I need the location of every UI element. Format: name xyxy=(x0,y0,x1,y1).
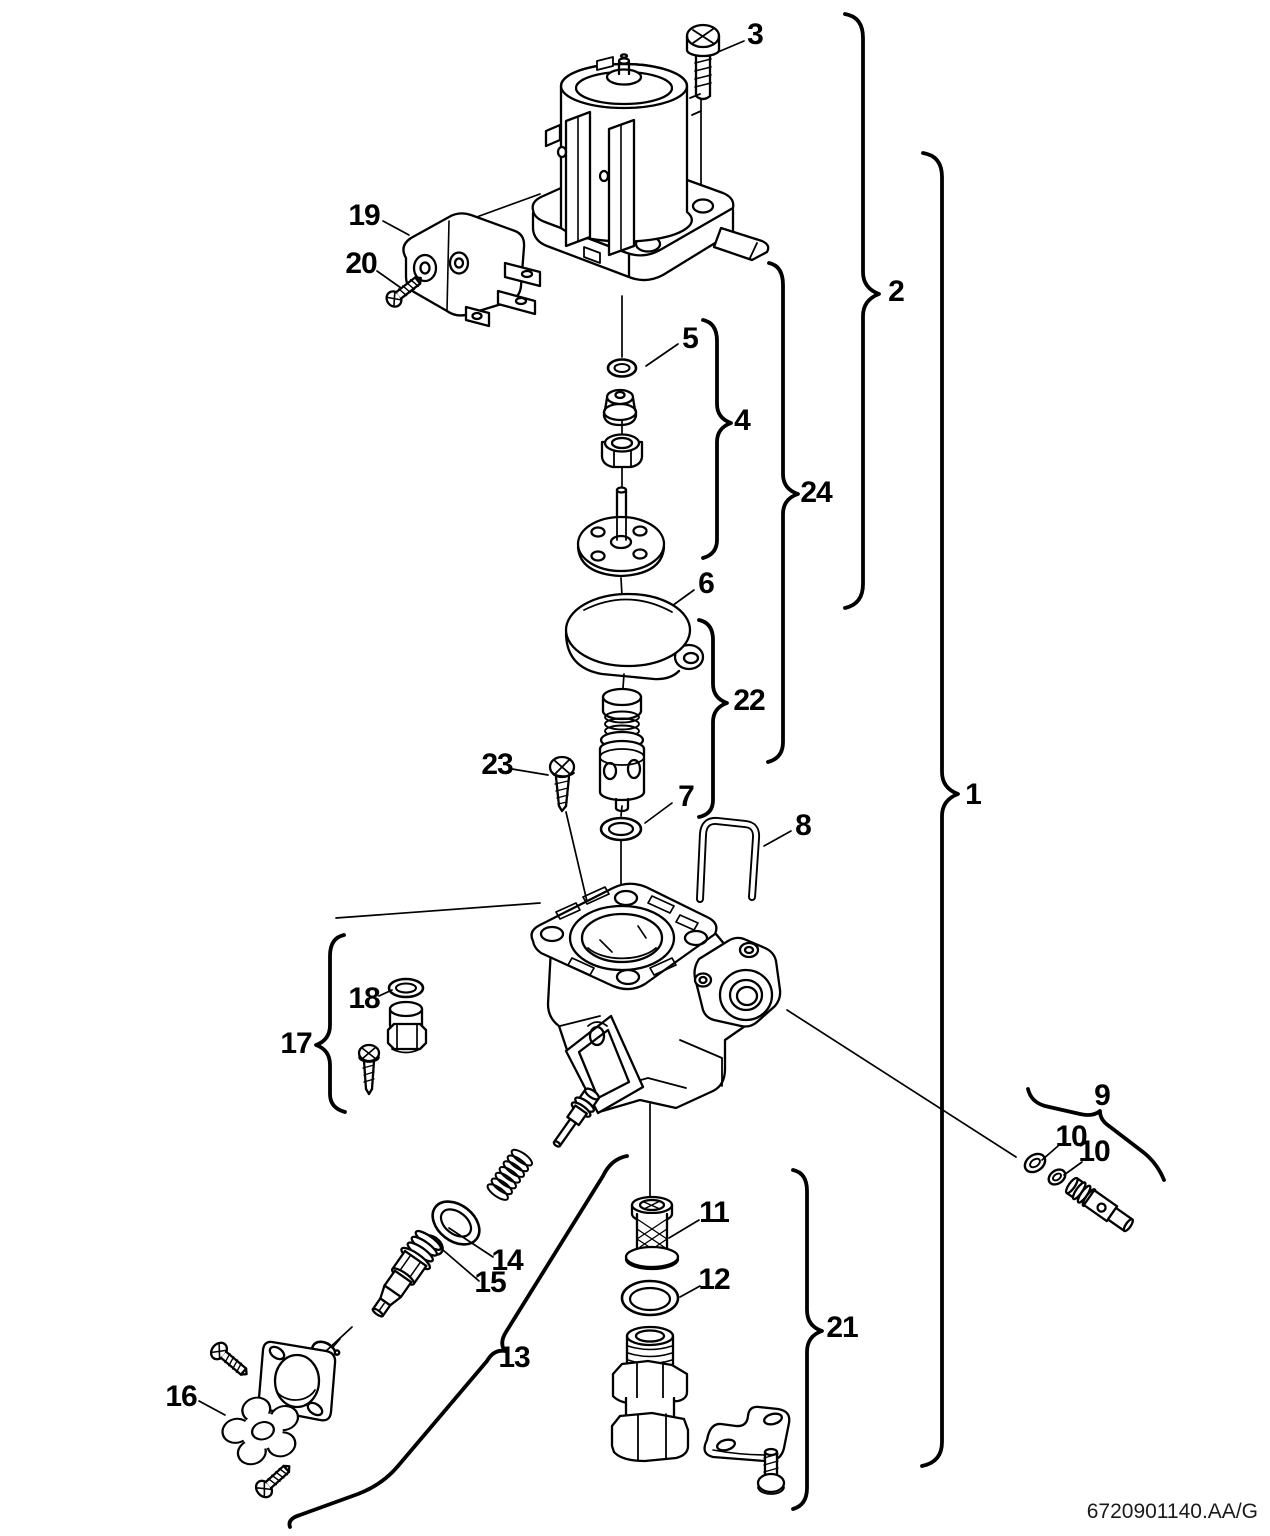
knob-16 xyxy=(221,1396,300,1466)
screw-3 xyxy=(685,23,721,101)
callout-4: 4 xyxy=(734,404,751,437)
o-ring-18 xyxy=(387,977,425,999)
callout-1: 1 xyxy=(965,778,982,811)
callout-2: 2 xyxy=(888,275,905,308)
cartridge-22 xyxy=(598,687,646,813)
cap-nut-4 xyxy=(602,388,638,427)
union-fitting-21 xyxy=(610,1325,690,1463)
nozzle-9 xyxy=(1064,1176,1134,1233)
callout-7: 7 xyxy=(678,780,695,813)
screw-23 xyxy=(548,755,576,813)
gasket-12 xyxy=(620,1279,680,1317)
brace-group-13 xyxy=(287,1154,629,1529)
brace-group-21 xyxy=(791,1168,824,1511)
hex-nut-4 xyxy=(600,433,644,469)
callout-20: 20 xyxy=(345,247,377,280)
o-ring-10b xyxy=(1047,1168,1067,1186)
microswitch-19 xyxy=(402,212,542,328)
callout-24: 24 xyxy=(800,476,832,509)
valve-body xyxy=(530,882,782,1115)
callout-22: 22 xyxy=(733,684,765,717)
u-clip-8 xyxy=(696,816,761,903)
callout-8: 8 xyxy=(795,809,812,842)
callout-21: 21 xyxy=(826,1311,858,1344)
washer-14 xyxy=(431,1200,481,1246)
stem-pin-13 xyxy=(552,1087,601,1148)
brace-group-22 xyxy=(697,618,729,819)
callout-23: 23 xyxy=(481,748,513,781)
callout-3: 3 xyxy=(747,18,764,51)
screw-20 xyxy=(385,276,422,308)
callout-10a: 10 xyxy=(1055,1120,1087,1153)
callout-12: 12 xyxy=(698,1263,730,1296)
brace-group-17 xyxy=(314,933,347,1114)
callout-9: 9 xyxy=(1094,1079,1111,1112)
brace-group-24 xyxy=(766,261,800,764)
callout-10b: 10 xyxy=(1078,1135,1110,1168)
callout-11: 11 xyxy=(699,1196,730,1229)
callout-16: 16 xyxy=(165,1380,197,1413)
brace-group-2 xyxy=(843,12,881,610)
cover-6 xyxy=(564,592,705,681)
brace-group-1 xyxy=(920,151,960,1468)
callout-14: 14 xyxy=(491,1244,523,1277)
filter-11 xyxy=(624,1195,680,1271)
plug-17 xyxy=(386,1000,428,1054)
screw-16a xyxy=(209,1341,248,1376)
callout-17: 17 xyxy=(280,1027,312,1060)
document-number: 6720901140.AA/G xyxy=(1086,1500,1258,1523)
brace-group-4 xyxy=(701,318,733,560)
spindle-13 xyxy=(371,1229,442,1318)
shaft-disc-4 xyxy=(576,486,666,578)
actuator-motor-assembly xyxy=(531,53,770,282)
callout-18: 18 xyxy=(348,982,380,1015)
callout-15: 15 xyxy=(474,1266,506,1299)
callout-6: 6 xyxy=(698,567,715,600)
o-ring-5 xyxy=(606,358,638,378)
brace-group-9 xyxy=(1026,1087,1166,1182)
callout-5: 5 xyxy=(682,322,699,355)
o-ring-7 xyxy=(599,816,643,842)
callout-19: 19 xyxy=(348,199,380,232)
screw-16b xyxy=(254,1464,291,1499)
flange-plate-13 xyxy=(257,1340,337,1422)
clamp-plate-21 xyxy=(703,1405,791,1463)
screw-17 xyxy=(357,1043,381,1096)
o-ring-10a xyxy=(1023,1152,1047,1174)
spring-13 xyxy=(486,1148,534,1201)
callout-13: 13 xyxy=(498,1341,530,1374)
screw-21 xyxy=(756,1447,786,1495)
